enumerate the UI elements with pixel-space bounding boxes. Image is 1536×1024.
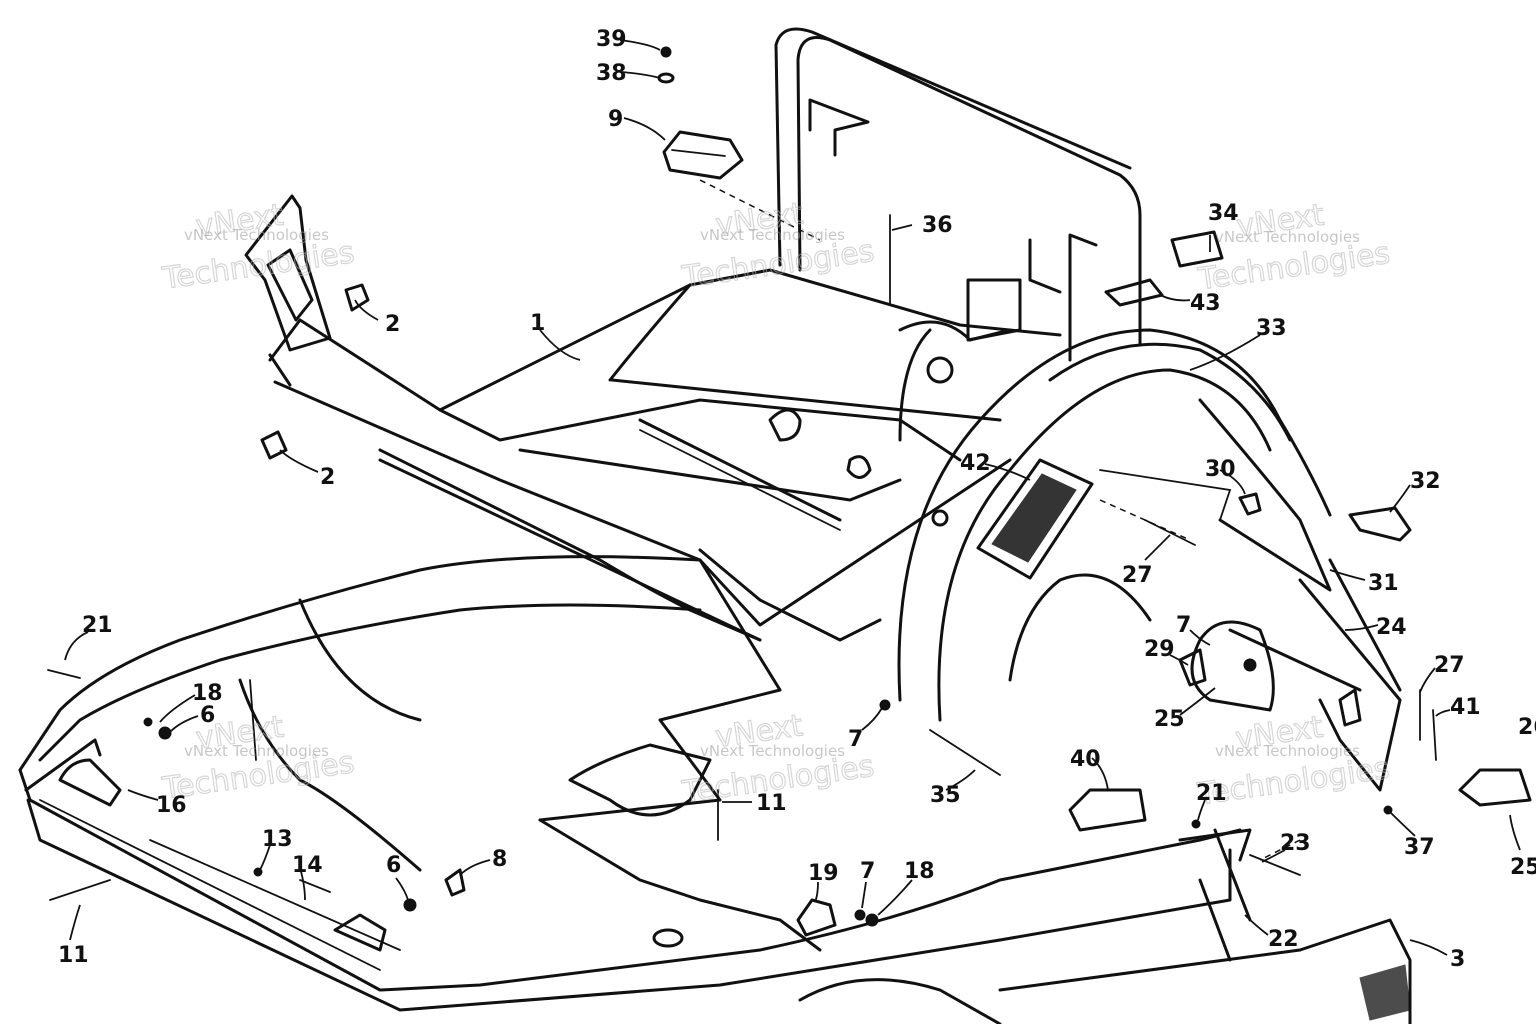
- callout-35: 35: [930, 783, 961, 808]
- callout-13: 13: [262, 827, 293, 852]
- callout-16: 16: [156, 793, 187, 818]
- callout-18-left: 18: [192, 681, 223, 706]
- callout-38: 38: [596, 61, 627, 86]
- leader-lines: [64, 39, 1521, 956]
- watermark-small: vNext Technologies: [700, 226, 845, 244]
- bumper-rails: [24, 738, 1412, 1024]
- callout-29: 29: [1144, 637, 1175, 662]
- decal-plate: [976, 458, 1094, 580]
- callout-7-right: 7: [1176, 613, 1191, 638]
- watermark-layer: vNext Technologies vNext Technologies vN…: [159, 196, 1393, 813]
- callout-25-middle: 25: [1154, 707, 1185, 732]
- callout-11-center: 11: [756, 791, 787, 816]
- callout-36: 36: [922, 213, 953, 238]
- callout-43: 43: [1190, 291, 1221, 316]
- callout-42: 42: [960, 451, 991, 476]
- watermark-small: vNext Technologies: [184, 742, 329, 760]
- callout-27-upper: 27: [1122, 563, 1153, 588]
- right-panels: [1190, 518, 1402, 792]
- rear-fender: [897, 328, 1332, 722]
- callout-18-bottom: 18: [904, 859, 935, 884]
- chassis-frame: [268, 268, 1062, 642]
- callout-14: 14: [292, 853, 323, 878]
- callout-7-center: 7: [848, 727, 863, 752]
- watermark-small: vNext Technologies: [1215, 228, 1360, 246]
- callout-27-right: 27: [1434, 653, 1465, 678]
- callout-21-right: 21: [1196, 781, 1227, 806]
- callout-25-right: 25: [1510, 855, 1536, 880]
- callout-32: 32: [1410, 469, 1441, 494]
- watermark-small: vNext Technologies: [700, 742, 845, 760]
- callout-31: 31: [1368, 571, 1399, 596]
- callout-8: 8: [492, 847, 507, 872]
- callout-23: 23: [1280, 831, 1311, 856]
- callout-34: 34: [1208, 201, 1239, 226]
- watermark-big-line2: Technologies: [160, 235, 357, 297]
- small-parts: [47, 46, 1532, 937]
- callout-19: 19: [808, 861, 839, 886]
- callout-22: 22: [1268, 927, 1299, 952]
- callout-39: 39: [596, 27, 627, 52]
- callout-6-left: 6: [200, 703, 215, 728]
- callout-24: 24: [1376, 615, 1407, 640]
- callout-11-left: 11: [58, 943, 89, 968]
- callout-33: 33: [1256, 316, 1287, 341]
- callout-7-bottom: 7: [860, 859, 875, 884]
- callout-2-lower: 2: [320, 465, 335, 490]
- callout-3: 3: [1450, 947, 1465, 972]
- callout-1: 1: [530, 311, 545, 336]
- callout-6-bottom: 6: [386, 853, 401, 878]
- callout-30: 30: [1205, 457, 1236, 482]
- drawing-line-art: [18, 27, 1532, 1024]
- callout-21-left: 21: [82, 613, 113, 638]
- callout-40: 40: [1070, 747, 1101, 772]
- watermark-small: vNext Technologies: [1215, 742, 1360, 760]
- callout-2-upper: 2: [385, 312, 400, 337]
- left-bracket: [244, 194, 332, 387]
- callout-41: 41: [1450, 695, 1481, 720]
- callout-26: 26: [1518, 715, 1536, 740]
- callout-labels: 39 38 9 36 34 43 2 2 1 33 42 30 32 27 31…: [58, 27, 1536, 972]
- hood-belly-pan: [18, 555, 1242, 1012]
- callout-37: 37: [1404, 835, 1435, 860]
- steering-hoop: [774, 27, 1142, 362]
- callout-9: 9: [608, 107, 623, 132]
- watermark-small: vNext Technologies: [184, 226, 329, 244]
